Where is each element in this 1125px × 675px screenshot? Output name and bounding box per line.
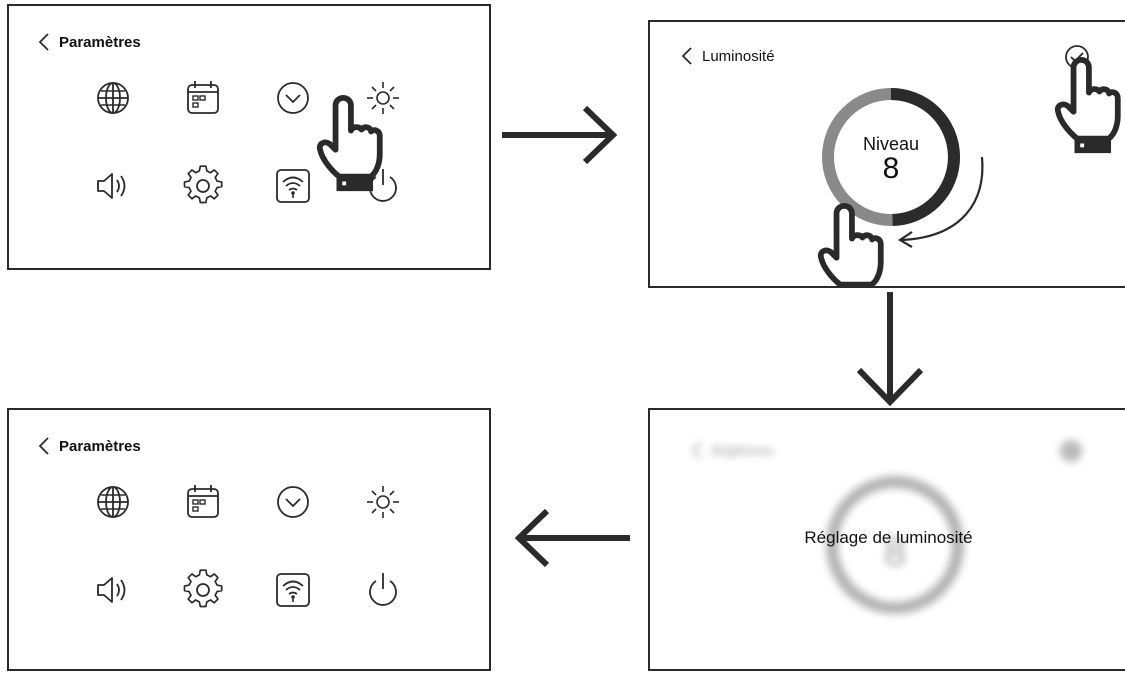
back-chevron-icon[interactable] <box>37 436 51 456</box>
back-chevron-icon <box>692 441 702 459</box>
brightness-saved-message: Réglage de luminosité <box>804 528 973 547</box>
globe-icon[interactable] <box>91 480 135 524</box>
speaker-icon[interactable] <box>91 568 135 612</box>
calendar-icon[interactable] <box>181 76 225 120</box>
clock-icon[interactable] <box>271 76 315 120</box>
blurred-header: Brightness <box>690 440 773 460</box>
right-arrow-icon <box>502 105 618 165</box>
pointing-hand-icon <box>1052 56 1122 161</box>
gauge-label: Niveau <box>862 134 920 154</box>
gear-icon[interactable] <box>181 164 225 208</box>
pointing-hand-icon <box>314 94 384 199</box>
gear-icon[interactable] <box>181 568 225 612</box>
left-arrow-icon <box>514 508 630 568</box>
brightness-header: Luminosité <box>680 46 775 66</box>
settings-screen-after: Paramètres <box>7 408 491 671</box>
speaker-icon[interactable] <box>91 164 135 208</box>
settings-icon-grid <box>81 478 411 638</box>
blurred-gauge: 8 <box>826 476 964 614</box>
wifi-icon[interactable] <box>271 568 315 612</box>
down-arrow-icon <box>856 292 924 407</box>
svg-text:8: 8 <box>884 530 906 574</box>
back-chevron-icon[interactable] <box>37 32 51 52</box>
back-chevron-icon[interactable] <box>680 46 694 66</box>
page-title: Luminosité <box>702 47 775 65</box>
page-title: Paramètres <box>59 33 141 51</box>
settings-screen-before: Paramètres <box>7 4 491 270</box>
swipe-arc-arrow-icon <box>897 156 984 248</box>
blurred-check-icon <box>1060 440 1082 462</box>
blurred-title: Brightness <box>712 442 774 458</box>
clock-icon[interactable] <box>271 480 315 524</box>
brightness-icon[interactable] <box>361 480 405 524</box>
settings-header: Paramètres <box>37 32 141 52</box>
brightness-screen: Luminosité Niveau 8 <box>648 20 1125 288</box>
globe-icon[interactable] <box>91 76 135 120</box>
gauge-value: 8 <box>882 152 900 185</box>
power-icon[interactable] <box>361 568 405 612</box>
pointing-hand-icon <box>815 202 885 288</box>
calendar-icon[interactable] <box>181 480 225 524</box>
brightness-gauge[interactable]: Niveau 8 <box>816 82 966 232</box>
blurred-background: Brightness 8 <box>650 410 1125 669</box>
wifi-icon[interactable] <box>271 164 315 208</box>
brightness-saved-screen: Brightness 8 Réglage de luminosité <box>648 408 1125 671</box>
settings-header: Paramètres <box>37 436 141 456</box>
page-title: Paramètres <box>59 437 141 455</box>
gauge-fill <box>890 88 960 226</box>
